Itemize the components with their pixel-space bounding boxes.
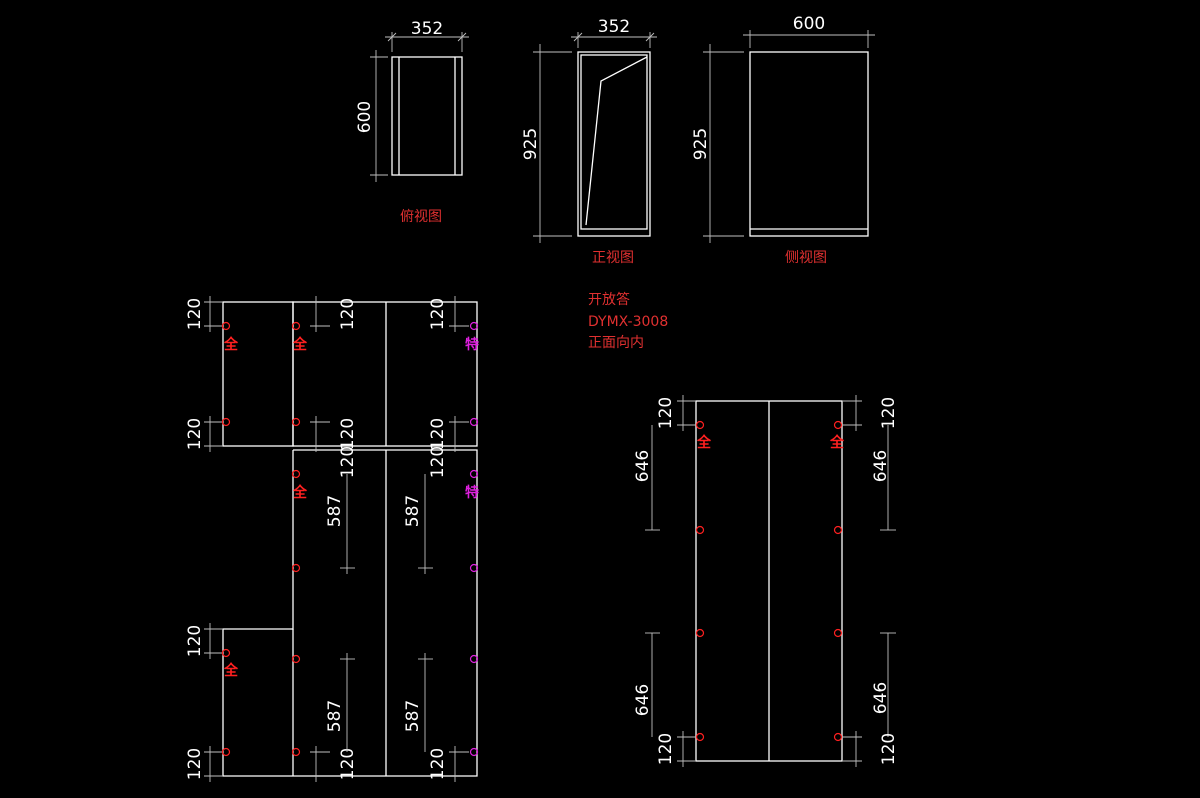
hinge-hole	[695, 525, 705, 535]
hinge-tag-full: 全	[292, 336, 308, 353]
top-view-outline	[391, 56, 463, 176]
dim-646-right-lower: 646	[871, 682, 891, 714]
left-panel-layout: 120 120 120 120 120 120 120 120 120 120 …	[185, 296, 479, 782]
hinge-hole	[291, 563, 301, 573]
hinge-hole-special	[469, 654, 479, 664]
dim-upper-top-left: 120	[185, 298, 205, 330]
dim-646-left-lower: 646	[633, 684, 653, 716]
hinge-tag-special: 特	[465, 336, 479, 353]
top-view-label: 俯视图	[400, 209, 442, 225]
model-notes: 开放答 DYMX-3008 正面向内	[588, 291, 668, 351]
hinge-hole	[291, 417, 301, 427]
hinge-hole	[221, 648, 231, 658]
hinge-tag-full: 全	[696, 434, 712, 451]
hinge-hole	[291, 321, 301, 331]
hinge-hole-special	[469, 469, 479, 479]
front-view-height-dim: 925	[521, 128, 541, 160]
hinge-hole	[221, 417, 231, 427]
front-view-glass-line	[585, 56, 648, 226]
dim-lower-top-left: 120	[185, 625, 205, 657]
side-view-label: 侧视图	[785, 250, 827, 266]
dim-right-panel-bottom-left: 120	[656, 733, 676, 765]
front-view-label: 正视图	[592, 250, 634, 266]
front-view: 352 925 正视图	[521, 17, 657, 266]
hinge-tag-full: 全	[223, 662, 239, 679]
dim-646-right-upper: 646	[871, 450, 891, 482]
upper-right-doors	[292, 301, 478, 447]
hinge-hole-special	[469, 563, 479, 573]
hinge-hole	[833, 525, 843, 535]
note-line-1: 开放答	[588, 291, 630, 308]
hinge-hole	[833, 732, 843, 742]
note-line-2: DYMX-3008	[588, 314, 668, 330]
hinge-hole	[695, 628, 705, 638]
hinge-tag-full: 全	[292, 484, 308, 501]
dim-right-panel-bottom-right: 120	[879, 733, 899, 765]
hinge-tag-full: 全	[223, 336, 239, 353]
hinge-hole	[221, 747, 231, 757]
dim-mid-upper-top: 120	[338, 298, 358, 330]
dim-right-panel-top-right: 120	[879, 397, 899, 429]
hinge-hole	[221, 321, 231, 331]
lower-door-outline	[222, 449, 478, 777]
hinge-tag-full: 全	[829, 434, 845, 451]
dim-right-upper-bottom: 120	[428, 418, 448, 450]
top-view-width-dim: 352	[411, 19, 443, 39]
dim-lower-bottom-left: 120	[185, 748, 205, 780]
front-view-width-dim: 352	[598, 17, 630, 37]
side-view-width-dim: 600	[793, 14, 825, 34]
dim-587-mid-upper: 587	[325, 495, 345, 527]
side-view-height-dim: 925	[691, 128, 711, 160]
hinge-hole	[291, 654, 301, 664]
dim-upper-bottom-left: 120	[185, 418, 205, 450]
hinge-tag-special: 特	[465, 484, 479, 501]
dim-587-right-upper: 587	[403, 495, 423, 527]
dim-587-right-lower: 587	[403, 700, 423, 732]
hinge-hole	[291, 747, 301, 757]
hinge-hole	[695, 420, 705, 430]
front-view-outline	[577, 51, 651, 237]
dim-right-lower-bottom: 120	[428, 748, 448, 780]
hinge-hole	[833, 420, 843, 430]
dim-mid-upper-bottom: 120	[338, 418, 358, 450]
hinge-hole-special	[469, 321, 479, 331]
right-panel-layout: 120 646 646 120 120 646 646 120	[633, 395, 899, 767]
hinge-hole	[695, 732, 705, 742]
dim-right-lower-top: 120	[428, 446, 448, 478]
side-view-outline	[749, 51, 869, 237]
dim-mid-lower-top: 120	[338, 446, 358, 478]
dim-right-upper-top: 120	[428, 298, 448, 330]
hinge-hole-special	[469, 417, 479, 427]
top-view: 352 600 俯视图	[355, 19, 469, 225]
dim-mid-lower-bottom: 120	[338, 748, 358, 780]
hinge-hole-special	[469, 747, 479, 757]
top-view-depth-dim: 600	[355, 101, 375, 133]
hinge-hole	[833, 628, 843, 638]
side-view: 600 925 侧视图	[691, 14, 875, 266]
note-line-3: 正面向内	[588, 335, 644, 351]
dim-right-panel-top-left: 120	[656, 397, 676, 429]
dim-587-mid-lower: 587	[325, 700, 345, 732]
dim-646-left-upper: 646	[633, 450, 653, 482]
hinge-hole	[291, 469, 301, 479]
upper-left-door	[222, 301, 294, 447]
